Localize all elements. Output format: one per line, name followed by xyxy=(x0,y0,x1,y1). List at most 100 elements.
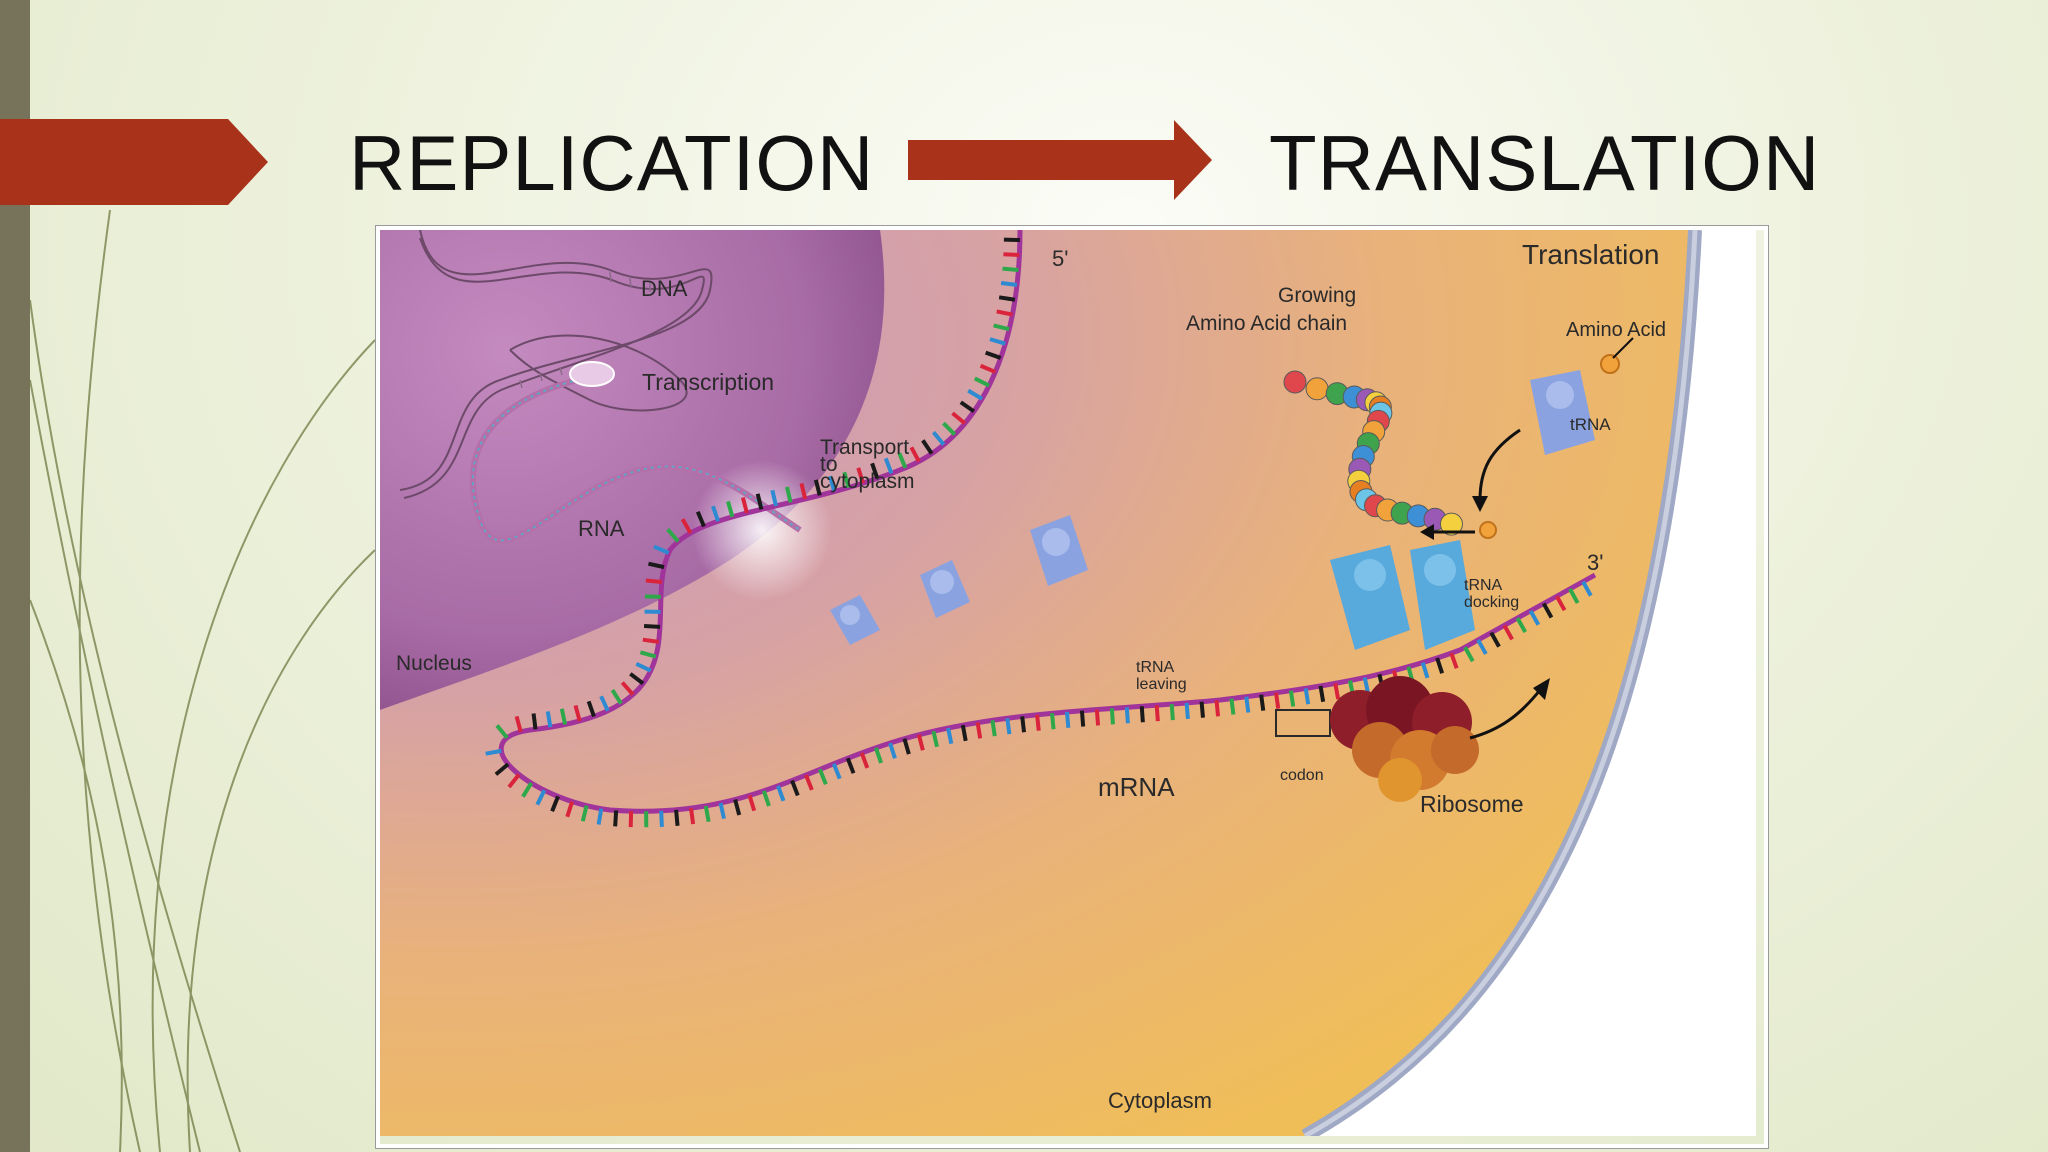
mrna-base xyxy=(718,802,726,820)
mrna-base xyxy=(1489,631,1501,648)
mrna-base xyxy=(942,421,957,436)
mrna-base xyxy=(550,795,560,813)
mrna-base xyxy=(973,376,990,388)
mrna-base xyxy=(521,781,533,798)
mrna-base xyxy=(642,637,659,644)
nuclear-pore-glow xyxy=(692,460,832,600)
mrna-base xyxy=(586,700,596,718)
replication-to-translation-arrow xyxy=(908,120,1212,200)
mrna-base xyxy=(799,482,808,500)
title-replication: REPLICATION xyxy=(349,119,875,207)
mrna-base xyxy=(726,500,735,518)
mrna-base xyxy=(1050,713,1056,730)
mrna-base xyxy=(580,805,589,822)
mrna-base xyxy=(565,800,575,818)
mrna-base xyxy=(984,350,1002,360)
label-transport-2: to xyxy=(820,453,838,476)
amino-acid-bead xyxy=(1283,370,1307,394)
mrna-base xyxy=(1214,700,1221,717)
codon-box xyxy=(1275,709,1331,737)
mrna-base xyxy=(804,774,814,791)
mrna-base xyxy=(1005,717,1012,735)
mrna-base xyxy=(755,493,764,510)
mrna-base xyxy=(535,789,547,806)
mrna-base xyxy=(1581,580,1593,597)
label-three-prime: 3' xyxy=(1587,550,1603,575)
mrna-base xyxy=(629,672,645,686)
mrna-base xyxy=(1420,661,1430,679)
mrna-base xyxy=(653,544,670,555)
mrna-base xyxy=(1184,702,1190,720)
mrna-base xyxy=(1002,266,1019,272)
mrna-base xyxy=(979,363,997,374)
amino-acid-bead xyxy=(1439,512,1463,536)
mrna-base xyxy=(747,794,757,812)
mrna-base xyxy=(620,681,635,696)
mrna-base xyxy=(996,309,1013,317)
mrna-base xyxy=(495,724,509,740)
mrna-base xyxy=(659,810,664,827)
label-dna: DNA xyxy=(641,276,688,301)
mrna-base xyxy=(1064,711,1071,728)
mrna-base xyxy=(842,471,851,489)
mrna-base xyxy=(639,650,657,659)
mrna-base xyxy=(993,323,1010,332)
mrna-base xyxy=(1333,683,1341,700)
rna-strand-bases xyxy=(471,374,801,542)
mrna-base xyxy=(507,773,521,789)
label-transport-3: cytoplasm xyxy=(820,470,915,493)
mrna-base xyxy=(951,411,967,425)
mrna-base xyxy=(599,695,610,712)
mrna-base xyxy=(711,505,720,522)
mrna-base xyxy=(1435,657,1445,674)
mrna-base xyxy=(610,688,623,705)
title-translation: TRANSLATION xyxy=(1269,119,1821,207)
mrna-base xyxy=(635,661,652,673)
mrna-base xyxy=(1229,698,1236,715)
ribosome-arrowhead xyxy=(1533,678,1550,700)
mrna-base xyxy=(1169,703,1175,721)
title-chevron-arrow xyxy=(0,119,268,205)
mrna-base xyxy=(645,578,662,584)
mrna-base xyxy=(998,295,1016,302)
amino-acid-chain xyxy=(1283,370,1463,536)
label-trna-leaving-2: leaving xyxy=(1136,676,1187,693)
mrna-base xyxy=(990,720,997,737)
mrna-base xyxy=(1244,696,1251,713)
mrna-base xyxy=(761,790,771,807)
label-trna-docking-1: tRNA xyxy=(1464,577,1503,594)
label-growing-2: Amino Acid chain xyxy=(1186,312,1347,335)
trna-leaving-1 xyxy=(830,595,880,645)
decorative-lines xyxy=(29,209,376,1152)
mrna-base xyxy=(1139,706,1145,723)
mrna-base xyxy=(1109,708,1115,725)
amino-acid-free xyxy=(1600,354,1620,374)
trna-incoming-arrowhead xyxy=(1472,496,1488,512)
amino-acid-pointer xyxy=(1612,337,1634,359)
mrna-base xyxy=(1502,624,1514,641)
label-transcription: Transcription xyxy=(642,369,774,395)
label-transport-1: Transport xyxy=(820,436,909,459)
mrna-base xyxy=(989,337,1006,346)
mrna-base xyxy=(545,711,553,728)
trna-incoming xyxy=(1530,370,1595,455)
mrna-base xyxy=(931,431,946,446)
mrna-base xyxy=(897,452,908,469)
mrna-base xyxy=(1528,609,1541,626)
mrna-base xyxy=(1124,707,1130,724)
label-cytoplasm: Cytoplasm xyxy=(1108,1088,1212,1113)
panel-title: Translation xyxy=(1522,239,1659,270)
mrna-base xyxy=(776,785,786,802)
mrna-base xyxy=(689,807,696,825)
diagram-canvas: Translation DNA Transcription RNA Transp… xyxy=(380,230,1756,1136)
mrna-base xyxy=(921,439,934,455)
mrna-base xyxy=(1568,587,1580,604)
mrna-base xyxy=(946,727,954,745)
mrna-base xyxy=(1020,716,1027,733)
label-five-prime: 5' xyxy=(1052,246,1068,271)
label-trna-docking-2: docking xyxy=(1464,594,1519,611)
mrna-base xyxy=(1035,714,1041,731)
dna-helix xyxy=(399,230,713,499)
mrna-base xyxy=(648,561,665,570)
translation-diagram: Translation DNA Transcription RNA Transp… xyxy=(376,226,1768,1148)
